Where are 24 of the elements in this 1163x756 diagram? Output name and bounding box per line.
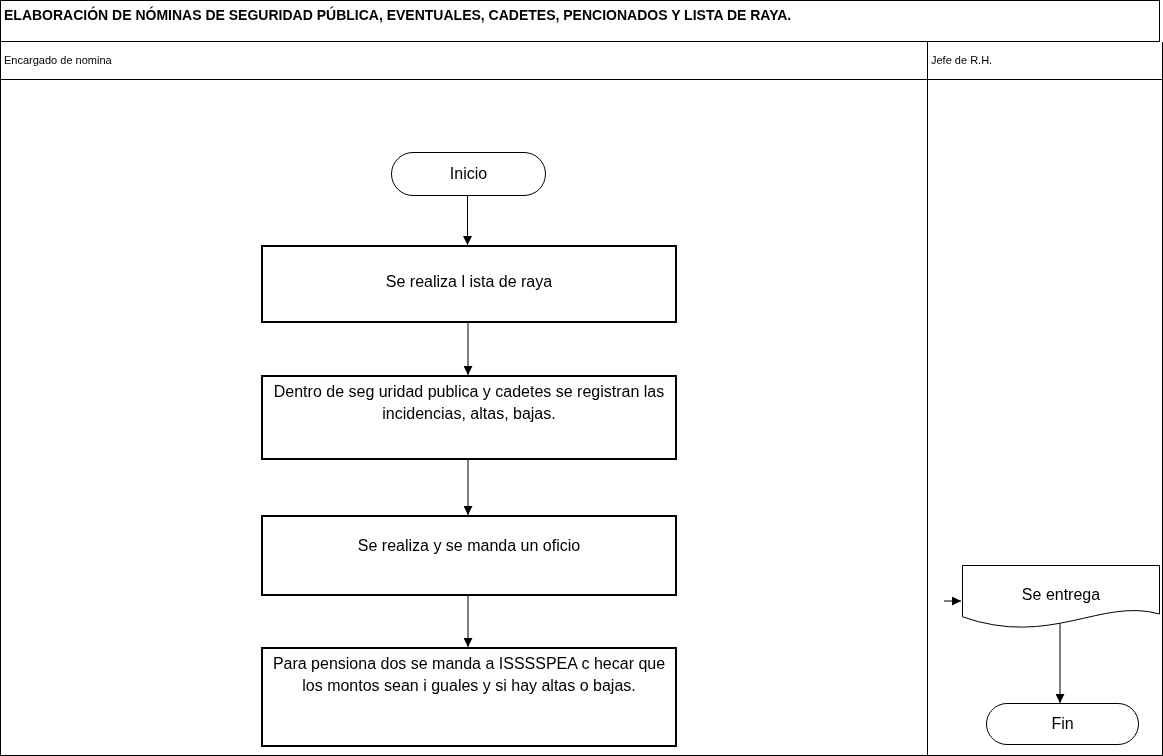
arrow (463, 595, 473, 648)
node-text: Jefe de R.H. (931, 53, 993, 69)
node-text: Fin (1051, 714, 1074, 734)
process-box (261, 647, 677, 747)
node-text: Dentro de seg uridad publica y cadetes se registran las incidencias, altas, bajas. (272, 382, 666, 424)
process-box (261, 375, 677, 460)
arrow (943, 596, 962, 606)
process-box (261, 515, 677, 596)
node-text: Inicio (449, 164, 488, 184)
node-text: Para pensiona dos se manda a ISSSSPEA c hecar que los montos sean i guales y si hay altas o bajas. (271, 654, 667, 696)
node-text: Encargado de nomina (4, 53, 112, 69)
node-text: Se realiza l ista de raya (385, 272, 553, 292)
process-box (261, 245, 677, 323)
swimlane (927, 42, 1163, 756)
node-text: Se realiza y se manda un oficio (357, 536, 581, 556)
arrow (1055, 622, 1065, 704)
swimlane (0, 42, 927, 756)
arrow (463, 459, 473, 516)
terminator-shape (986, 703, 1139, 745)
arrow (463, 322, 473, 376)
node-text: Se entrega (1021, 585, 1101, 605)
arrow (463, 195, 472, 246)
terminator-shape (391, 152, 546, 196)
diagram-title: ELABORACIÓN DE NÓMINAS DE SEGURIDAD PÚBLICA, EVENTUALES, CADETES, PENCIONADOS Y LISTA DE RAYA. (4, 7, 792, 23)
